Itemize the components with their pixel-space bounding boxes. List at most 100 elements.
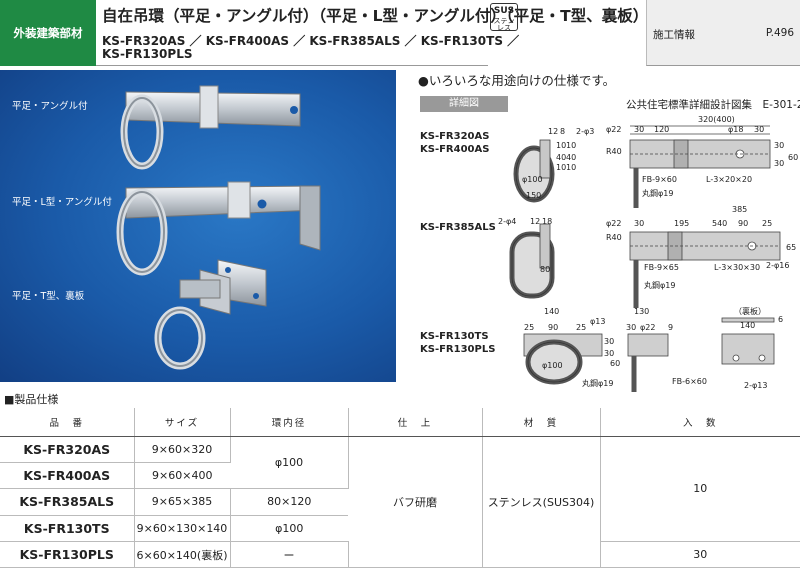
sus-badge-sub: ステンレス	[493, 17, 515, 32]
construction-info-box: 施工情報 P.496	[646, 0, 800, 66]
model-list-line1: KS-FR320AS ／ KS-FR400AS ／ KS-FR385ALS ／ …	[102, 34, 520, 48]
detail-drawing-tag: 詳細図	[420, 96, 508, 112]
drawing-label-ks-fr400as: KS-FR400AS	[420, 144, 490, 155]
cell-material: ステンレス(SUS304)	[482, 436, 601, 568]
sus-badge: SUS ステンレス	[490, 3, 518, 32]
drawing-fr130ts	[523, 317, 775, 392]
product-photo: 平足・アングル付 平足・L型・アングル付 平足・T型、裏板	[0, 70, 396, 382]
detail-drawings: 320(400) φ22 30 120 φ18 30 R40 30 30 60 …	[498, 115, 798, 392]
photo-label-flat-l-angle: 平足・L型・アングル付	[12, 197, 112, 208]
intro-text: ●いろいろな用途向けの仕様です。	[418, 73, 616, 88]
d1-dim-v6: 10	[566, 163, 576, 172]
spec-section-title: ■製品仕様	[4, 393, 59, 406]
d3-dim-h3: 60	[610, 359, 620, 368]
d3-dim-phi: φ100	[542, 361, 563, 370]
drawing-label-group1: KS-FR320AS KS-FR400AS	[420, 130, 489, 156]
d1-dim-length: 320(400)	[698, 115, 735, 124]
d1-dim-h3: 60	[788, 153, 798, 162]
d2-dim-w: 150	[526, 191, 541, 200]
d3-dim-back: （裏板）	[734, 306, 766, 316]
construction-info-label: 施工情報	[653, 29, 695, 41]
d2-dim-h: 80	[540, 265, 550, 274]
d1-dim-r: R40	[606, 147, 622, 156]
d1-dim-d: φ18	[728, 125, 743, 134]
d1-dim-v1: 10	[556, 141, 566, 150]
table-row: KS-FR320AS 9×60×320 φ100 バフ研磨 ステンレス(SUS3…	[0, 436, 800, 568]
cell-model: KS-FR130PLS	[0, 541, 135, 568]
d1-dim-t2: 8	[560, 127, 565, 136]
d3-dim-hole: φ13	[590, 317, 605, 326]
table-row: KS-FR400AS 9×60×400	[0, 462, 800, 490]
cell-quantity: 30	[600, 541, 800, 568]
cell-quantity: 10	[600, 436, 800, 543]
d2-dim-e: 90	[738, 219, 748, 228]
col-header-material: 材 質	[482, 408, 601, 437]
d1-dim-b: 30	[634, 125, 644, 134]
cell-inner-diameter: φ100	[230, 515, 348, 543]
table-row: KS-FR130PLS 6×60×140(裏板) ー 30	[0, 541, 800, 568]
drawing-fr320as-dims: 320(400) φ22 30 120 φ18 30 R40 30 30 60 …	[522, 115, 798, 198]
d1-dim-e: 30	[754, 125, 764, 134]
d1-dim-h2: 30	[774, 159, 784, 168]
cell-model: KS-FR385ALS	[0, 488, 135, 516]
title-box: 自在吊環（平足・アングル付）（平足・L型・アングル付）（平足・T型、裏板） KS…	[96, 0, 648, 66]
drawing-fr385als	[509, 223, 781, 308]
d2-dim-round: 丸鋼φ19	[644, 280, 675, 290]
d1-dim-v3: 10	[556, 163, 566, 172]
drawing-label-ks-fr130ts: KS-FR130TS	[420, 331, 489, 342]
cell-finish: バフ研磨	[348, 436, 483, 568]
d3-dim-h1: 30	[604, 337, 614, 346]
d3-dim-b: 90	[548, 323, 558, 332]
d1-dim-v4: 10	[566, 141, 576, 150]
d1-dim-a: φ22	[606, 125, 621, 134]
cell-inner-diameter: 80×120	[230, 488, 348, 516]
product-title: 自在吊環（平足・アングル付）（平足・L型・アングル付）（平足・T型、裏板）	[102, 7, 649, 25]
model-list-line2: KS-FR130PLS	[102, 47, 193, 61]
d1-dim-v2: 40	[556, 153, 566, 162]
d3-dim-fb: FB-6×60	[672, 377, 707, 386]
cell-size: 9×60×130×140	[134, 515, 231, 543]
col-header-quantity: 入 数	[600, 408, 800, 437]
d3-dim-d: φ22	[640, 323, 655, 332]
cell-size: 6×60×140(裏板)	[134, 541, 231, 568]
drawing-label-ks-fr130pls: KS-FR130PLS	[420, 344, 496, 355]
cell-inner-diameter: ー	[230, 541, 349, 568]
d1-dim-fb: FB-9×60	[642, 175, 677, 184]
d3-dim-a: 25	[524, 323, 534, 332]
d2-dim-fb: FB-9×65	[644, 263, 679, 272]
page-header: 外装建築部材 自在吊環（平足・アングル付）（平足・L型・アングル付）（平足・T型…	[0, 0, 800, 66]
d2-dim-a: φ22	[606, 219, 621, 228]
d2-dim-r: R40	[606, 233, 622, 242]
d3-dim-w2: 130	[634, 307, 649, 316]
photo-label-flat-angle: 平足・アングル付	[12, 101, 88, 112]
cell-size: 9×65×385	[134, 488, 231, 516]
d2-dim-t2: 18	[542, 217, 552, 226]
drawing-label-ks-fr385als: KS-FR385ALS	[420, 222, 496, 233]
d1-dim-round: 丸鋼φ19	[642, 188, 673, 198]
d3-dim-f: 9	[668, 323, 673, 332]
drawing-fr385als-dims: 385 φ22 30 195 540 90 25 R40 FB-9×65 L-3…	[498, 191, 796, 290]
standard-reference: 公共住宅標準詳細設計図集 E-301-2	[626, 99, 800, 111]
d1-dim-v5: 40	[566, 153, 576, 162]
d1-dim-l: L-3×20×20	[706, 175, 752, 184]
d2-dim-hole2: 2-φ4	[498, 217, 516, 226]
d2-dim-b: 30	[634, 219, 644, 228]
cell-inner-diameter: φ100	[230, 436, 349, 490]
d2-dim-l: L-3×30×30	[714, 263, 760, 272]
photo-product-flat-t-backplate	[154, 259, 267, 370]
sus-badge-text: SUS	[493, 6, 515, 16]
photo-product-flat-angle	[120, 85, 301, 170]
d1-dim-c: 120	[654, 125, 669, 134]
d3-dim-w: 140	[544, 307, 559, 316]
table-row: KS-FR385ALS 9×65×385 80×120	[0, 488, 800, 516]
d1-dim-phi: φ100	[522, 175, 543, 184]
drawing-label-group2: KS-FR385ALS	[420, 221, 496, 234]
cell-model: KS-FR320AS	[0, 436, 135, 463]
col-header-inner-diameter: 環内径	[230, 408, 349, 437]
d3-dim-e: 30	[626, 323, 636, 332]
category-label: 外装建築部材	[0, 0, 96, 66]
drawing-label-ks-fr320as: KS-FR320AS	[420, 131, 490, 142]
col-header-size: サイズ	[134, 408, 231, 437]
d1-dim-h1: 30	[774, 141, 784, 150]
d2-dim-v: 65	[786, 243, 796, 252]
